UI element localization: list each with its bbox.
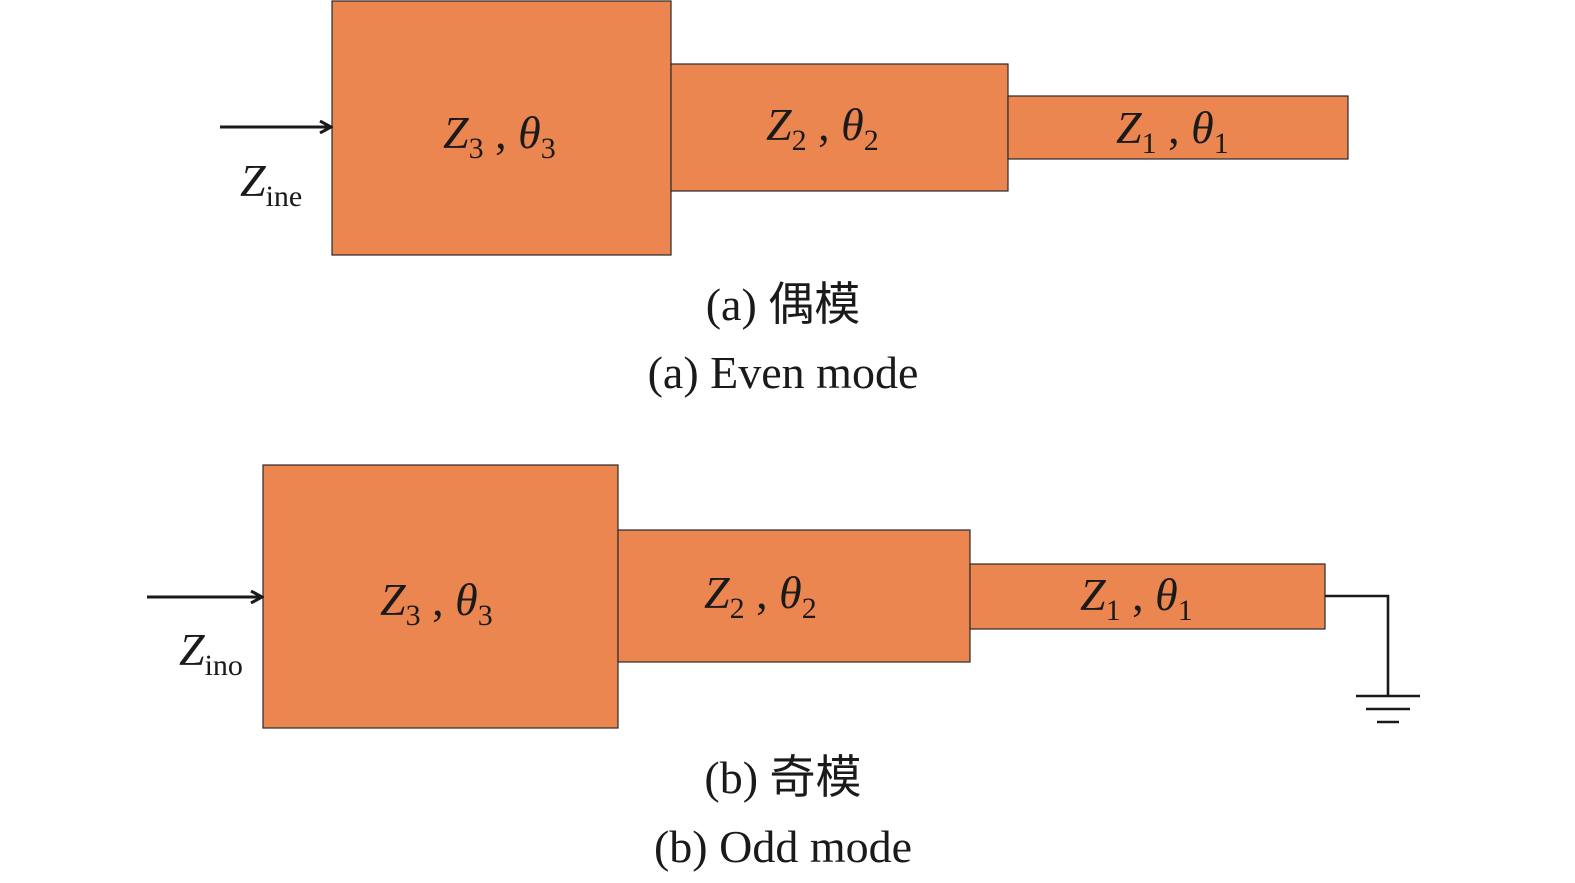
odd-segment-2-label: Z2 , θ2 — [704, 567, 817, 625]
even-segment-3 — [331, 0, 672, 256]
odd-caption-en: (b) Odd mode — [654, 821, 912, 872]
odd-segment-3-label: Z3 , θ3 — [380, 574, 493, 632]
even-segment-2-label: Z2 , θ2 — [766, 99, 879, 157]
even-input-label: Zine — [240, 155, 302, 213]
ground-icon — [1325, 594, 1420, 724]
odd-mode-diagram: Zino Z3 , θ3 Z2 , θ2 Z1 , θ1 (b) 奇模 (b) … — [147, 464, 1420, 872]
odd-input-label: Zino — [179, 624, 243, 682]
even-segment-1-label: Z1 , θ1 — [1116, 102, 1229, 160]
even-segment-3-label: Z3 , θ3 — [443, 107, 556, 165]
even-segment-2 — [670, 63, 1009, 192]
even-caption-cn: (a) 偶模 — [706, 279, 861, 330]
even-segment-1 — [1007, 95, 1349, 160]
even-mode-diagram: Zine Z3 , θ3 Z2 , θ2 Z1 , θ1 (a) 偶模 (a) … — [220, 0, 1349, 398]
odd-segment-3 — [262, 464, 619, 729]
even-caption-en: (a) Even mode — [648, 347, 919, 398]
odd-caption-cn: (b) 奇模 — [704, 752, 861, 803]
odd-segment-1-label: Z1 , θ1 — [1080, 569, 1193, 627]
odd-segment-1 — [969, 563, 1326, 630]
